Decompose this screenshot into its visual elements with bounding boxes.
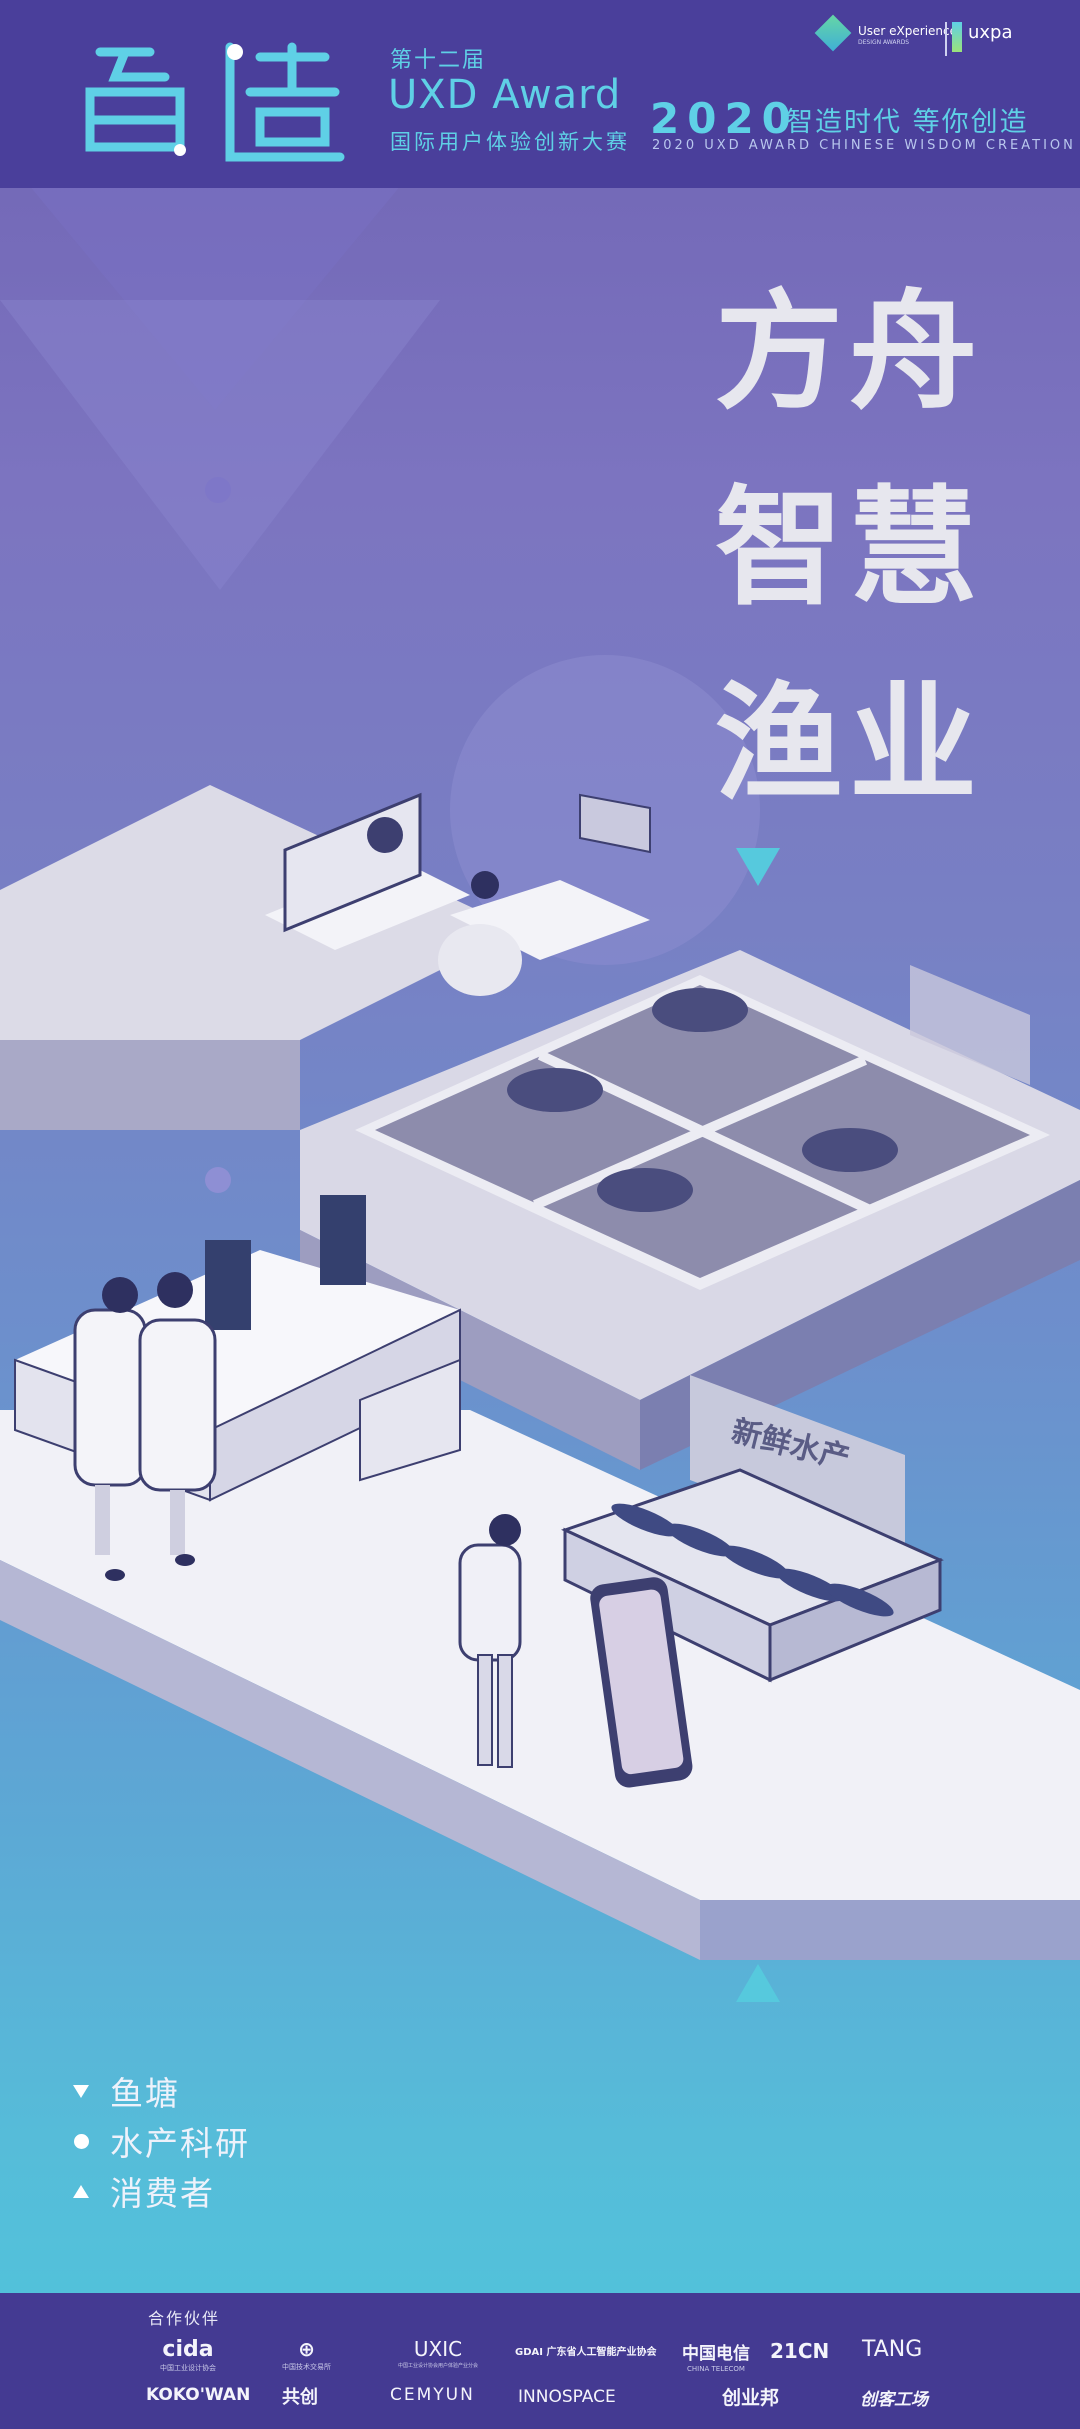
diamond-icon [814,14,852,52]
triangle-up-icon [66,2184,96,2198]
uxpa-mark-icon [952,22,962,52]
aerators [507,988,898,1212]
main-title: 方舟 智慧 渔业 [715,255,983,843]
legend-label: 鱼塘 [110,2074,180,2113]
partner-kokowan: KOKO'WAN [146,2385,251,2405]
isometric-illustration: 新鲜水产 [0,785,1080,1960]
deco-triangle-2 [0,300,440,590]
monitor-pie [367,817,403,853]
uxpa-logo: uxpa [968,22,1013,43]
consumer-person [458,1514,522,1768]
dot-icon [66,2133,96,2149]
partner-tang: TANG [862,2337,923,2362]
edition-label: 第十二届 [390,48,487,73]
seated-person-head [471,871,499,899]
title-line-1: 方舟 [715,278,984,427]
seated-person [438,924,522,996]
legend: 鱼塘 水产科研 消费者 [66,2066,250,2216]
lab-cabinet-1 [205,1240,251,1330]
partner-gdai: GDAI 广东省人工智能产业协会 [515,2347,657,2358]
pond-divider-2 [532,1055,868,1210]
slogan-english: 2020 UXD AWARD CHINESE WISDOM CREATION [652,138,1076,153]
desk-top [265,860,470,950]
legend-item-research: 水产科研 [66,2116,250,2166]
slogan: 智造时代 等你创造 [786,107,1029,138]
award-subtitle: 国际用户体验创新大赛 [390,130,630,154]
partner-21cn: 21CN [770,2339,830,2363]
logo-divider [945,22,947,56]
triangle-down-icon [66,2084,96,2098]
fish-counter-side [768,1557,942,1683]
year-label: 2020 [650,94,799,143]
partner-makerworks: 创客工场 [860,2390,928,2410]
legend-item-consumer: 消费者 [66,2166,250,2216]
title-line-3: 渔业 [715,670,984,819]
partners-label: 合作伙伴 [148,2309,221,2328]
sign-board [690,1375,905,1560]
deco-dot-1 [205,477,231,503]
pond-chart-panel [910,965,1030,1085]
partner-cemyun: CEMYUN [390,2385,475,2405]
legend-label: 消费者 [110,2174,215,2213]
phone-screen [599,1589,684,1775]
partner-innospace: INNOSPACE [518,2387,616,2407]
lab-chair [359,1358,461,1482]
platform-bottom [0,1410,1080,1900]
award-title: UXD Award [388,72,622,118]
partner-cyzone: 创业邦 [722,2387,780,2409]
legend-label: 水产科研 [110,2124,250,2163]
ux-logo-sub: DESIGN AWARDS [858,39,910,46]
title-line-2: 智慧 [715,474,984,623]
deco-dot-2 [205,1167,231,1193]
header-band: 第十二届 UXD Award 国际用户体验创新大赛 2020 智造时代 等你创造… [0,0,1080,188]
platform-bottom-side-right [700,1900,1080,1960]
scientists [73,1272,217,1581]
lab-cabinet-2 [320,1195,366,1285]
deco-triangle-cyan-down [736,848,780,886]
legend-item-pond: 鱼塘 [66,2066,250,2116]
partner-ctex: ⊕中国技术交易所 [282,2337,331,2371]
floating-chart [579,793,651,854]
partner-gongchuang: 共创 [282,2387,318,2408]
platform-bottom-side [0,1560,700,1960]
ux-logo-text: User eXperience [858,24,958,38]
platform-top-side [0,1040,300,1130]
zhizao-logo [85,42,345,162]
deco-triangle-cyan-up [736,1964,780,2002]
deco-triangle-1 [0,150,430,410]
fish-row [611,1503,894,1617]
platform-top [0,785,520,1040]
